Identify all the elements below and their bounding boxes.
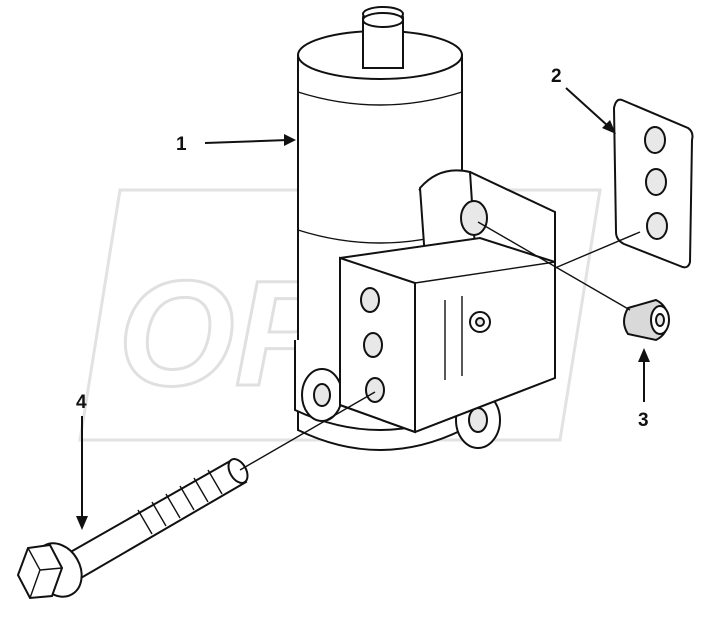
flange-bolt — [16, 458, 249, 600]
solenoid-assembly — [294, 6, 556, 451]
callout-2: 2 — [551, 66, 616, 134]
callout-label-1: 1 — [176, 134, 187, 155]
plug-fitting — [623, 298, 670, 342]
gasket-plate — [612, 98, 694, 269]
callout-label-4: 4 — [76, 392, 87, 413]
callout-1: 1 — [176, 134, 296, 155]
alignment-lines — [239, 221, 641, 471]
callout-4: 4 — [76, 392, 88, 530]
callout-3: 3 — [638, 348, 650, 431]
callout-label-3: 3 — [638, 410, 649, 431]
callout-label-2: 2 — [551, 66, 562, 87]
